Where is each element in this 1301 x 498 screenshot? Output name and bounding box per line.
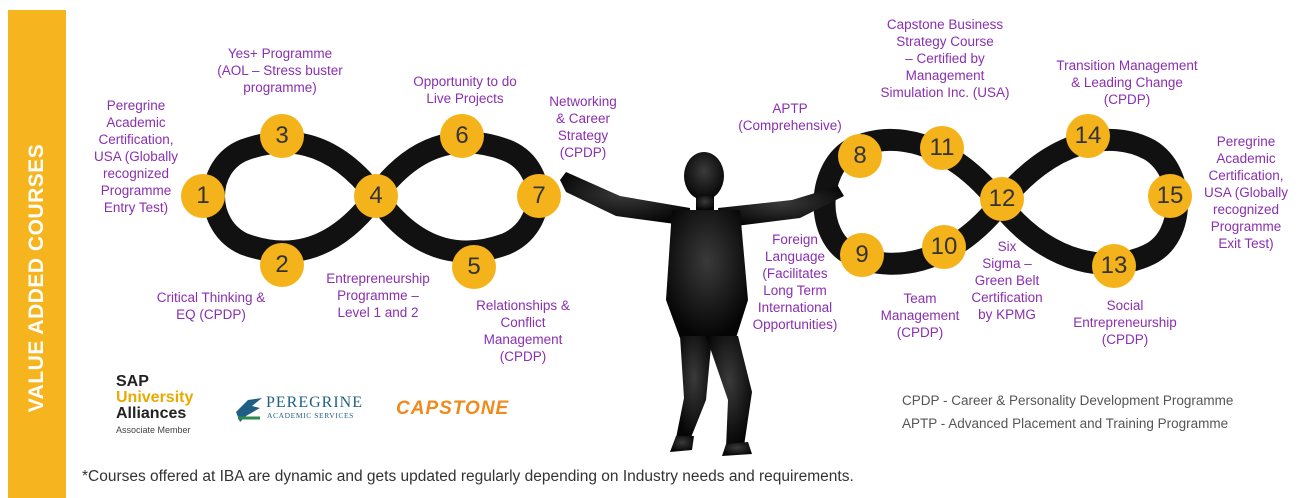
sap-logo: SAP University Alliances Associate Membe…	[116, 374, 226, 437]
sap-logo-line3: Alliances	[116, 405, 187, 422]
node-4: 4	[354, 174, 398, 218]
peregrine-bird-icon	[236, 398, 262, 422]
peregrine-logo: PEREGRINE ACADEMIC SERVICES	[234, 392, 384, 428]
legend-cpdp: CPDP - Career & Personality Development …	[902, 393, 1234, 408]
sap-logo-line2: University	[116, 389, 194, 406]
peregrine-logo-line2: ACADEMIC SERVICES	[267, 411, 354, 420]
node-2: 2	[260, 243, 304, 287]
node-13: 13	[1092, 244, 1136, 288]
node-3: 3	[260, 114, 304, 158]
capstone-logo: CAPSTONE	[396, 398, 510, 419]
man-silhouette	[560, 152, 844, 456]
node-10: 10	[922, 225, 966, 269]
node-12: 12	[980, 177, 1024, 221]
node-15: 15	[1148, 174, 1192, 218]
sidebar-banner	[8, 10, 66, 498]
node-11: 11	[920, 126, 964, 170]
label-14: Transition Management& Leading Change(CP…	[1056, 58, 1198, 107]
sap-logo-line1: SAP	[116, 373, 149, 390]
node-1: 1	[181, 174, 225, 218]
node-14: 14	[1066, 114, 1110, 158]
peregrine-logo-line1: PEREGRINE	[266, 394, 363, 411]
node-6: 6	[440, 114, 484, 158]
sap-logo-line4: Associate Member	[116, 425, 191, 435]
node-9: 9	[840, 233, 884, 277]
label-8: APTP(Comprehensive)	[738, 101, 842, 133]
node-5: 5	[452, 245, 496, 289]
node-8: 8	[838, 134, 882, 178]
footnote: *Courses offered at IBA are dynamic and …	[82, 468, 854, 485]
legend-aptp: APTP - Advanced Placement and Training P…	[902, 416, 1229, 431]
label-2: Critical Thinking &EQ (CPDP)	[156, 290, 266, 322]
node-7: 7	[517, 174, 561, 218]
